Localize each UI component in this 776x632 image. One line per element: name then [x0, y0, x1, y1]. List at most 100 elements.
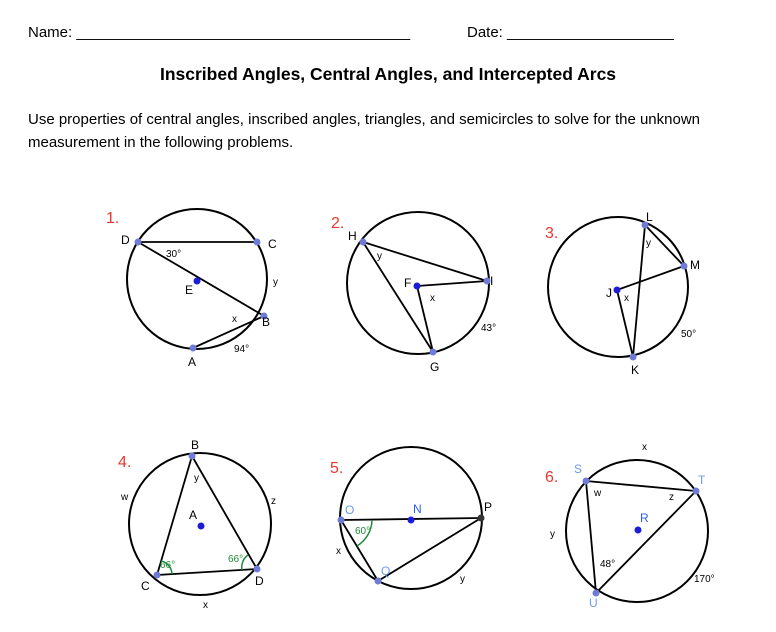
problem-1-point-a	[189, 344, 197, 352]
problem-6-label-s: S	[574, 462, 582, 476]
problem-5-point-o	[337, 516, 345, 524]
problem-4-number: 4.	[118, 454, 131, 471]
problem-6-circle	[565, 459, 709, 603]
worksheet-title: Inscribed Angles, Central Angles, and In…	[159, 64, 617, 84]
problem-2-label-h: H	[348, 229, 357, 243]
problem-5-label-x: x	[336, 546, 341, 557]
problem-6-point-s	[582, 477, 590, 485]
problem-6-label-z: z	[669, 492, 674, 503]
problem-2-arc-label: 43°	[481, 323, 496, 334]
problem-6-diagram: 6. S T R U w x y z 48° 170°	[545, 442, 715, 610]
problem-1-point-b	[260, 312, 268, 320]
problem-5-diagram: 5. O N P Q x y 60°	[330, 446, 492, 590]
problem-4-point-b	[188, 452, 196, 460]
problem-5-chord-oq	[340, 519, 379, 582]
problem-3-center-j	[613, 286, 621, 294]
problem-1-center-e	[193, 277, 201, 285]
problem-2-label-x: x	[430, 293, 435, 304]
problem-4-label-b: B	[191, 438, 199, 452]
problem-2-chord-hi	[362, 241, 488, 282]
problem-3-radius-jk	[616, 289, 634, 358]
problem-5-number: 5.	[330, 460, 343, 477]
problem-5-label-n: N	[413, 502, 422, 516]
problem-5-label-q: Q	[381, 564, 390, 578]
problem-5-point-q	[374, 577, 382, 585]
problem-4-chord-bd	[191, 455, 258, 570]
problem-3-point-k	[629, 353, 637, 361]
problem-3-label-k: K	[631, 363, 639, 377]
problem-2-chord-hg	[362, 241, 434, 353]
problem-2-point-h	[359, 238, 367, 246]
problem-3-label-y: y	[646, 238, 651, 249]
problem-3-circle	[547, 216, 689, 358]
problem-6-chord-ut	[595, 490, 697, 594]
problem-3-label-m: M	[690, 258, 700, 272]
problem-3-label-j: J	[606, 286, 612, 300]
problem-1-label-b: B	[262, 315, 270, 329]
problem-4-circle	[128, 452, 272, 596]
problem-1-arc-label: 94°	[234, 344, 249, 355]
problem-4-angle-c-label: 66°	[160, 560, 175, 571]
problem-3-label-x: x	[624, 293, 629, 304]
problem-1-label-e: E	[185, 283, 193, 297]
date-field-line: Date: ____________________	[467, 24, 674, 41]
problem-4-angle-c-arc	[160, 560, 173, 575]
problem-1-diagram: 1. D C E B A x y 30° 94°	[106, 208, 278, 369]
problem-6-label-w: w	[593, 488, 602, 499]
problem-4-point-d	[253, 565, 261, 573]
problem-6-label-x: x	[642, 442, 647, 453]
problem-6-arc-label: 170°	[694, 574, 715, 585]
problem-4-label-d: D	[255, 574, 264, 588]
problem-6-label-y: y	[550, 529, 555, 540]
instructions-text: Use properties of central angles, inscri…	[28, 111, 701, 151]
problem-6-chord-su	[585, 480, 597, 594]
problem-2-label-g: G	[430, 360, 439, 374]
problem-5-chord-qp	[377, 517, 482, 582]
problem-2-center-f	[413, 282, 421, 290]
problem-1-label-c: C	[268, 237, 277, 251]
problem-1-label-a: A	[188, 355, 196, 369]
problem-4-chord-cd	[156, 568, 258, 576]
problem-6-label-u: U	[589, 596, 598, 610]
problem-4-label-z: z	[271, 496, 276, 507]
problem-3-number: 3.	[545, 225, 558, 242]
problem-2-diagram: 2. H F I G y x 43°	[331, 211, 496, 374]
name-field-line: Name: __________________________________…	[28, 24, 411, 41]
problem-1-number: 1.	[106, 210, 119, 227]
problem-6-angle-label: 48°	[600, 559, 615, 570]
problem-3-radius-jm	[616, 265, 685, 291]
problem-6-center-r	[634, 526, 642, 534]
problem-4-label-y: y	[194, 473, 199, 484]
problem-4-angle-d-arc	[240, 554, 249, 571]
problem-1-circle	[126, 208, 268, 350]
problem-6-label-r: R	[640, 511, 649, 525]
problem-5-label-p: P	[484, 500, 492, 514]
problem-1-point-d	[134, 238, 142, 246]
problem-2-point-g	[429, 348, 437, 356]
problem-3-diagram: 3. L M J K y x 50°	[545, 210, 700, 377]
problem-1-label-y: y	[273, 277, 278, 288]
problem-2-point-i	[483, 277, 491, 285]
problem-5-angle-label: 60°	[355, 526, 370, 537]
problem-4-label-x: x	[203, 600, 208, 611]
problem-5-angle-o-arc	[356, 519, 373, 547]
problem-4-angle-d-label: 66°	[228, 554, 243, 565]
problem-6-number: 6.	[545, 469, 558, 486]
problem-3-label-l: L	[646, 210, 653, 224]
problem-1-point-c	[253, 238, 261, 246]
problem-4-label-c: C	[141, 579, 150, 593]
problem-3-point-l	[641, 221, 649, 229]
problem-4-point-c	[153, 571, 161, 579]
problem-4-diagram: 4. B A C D y w z x 66° 66°	[118, 438, 276, 611]
problem-1-chord-ab	[192, 315, 265, 349]
problem-6-label-t: T	[698, 473, 706, 487]
problem-2-number: 2.	[331, 215, 344, 232]
problem-5-point-p	[477, 514, 485, 522]
problem-1-chord-db	[137, 241, 265, 317]
problem-3-chord-lk	[632, 224, 646, 358]
problem-4-label-w: w	[120, 492, 129, 503]
problem-1-label-d: D	[121, 233, 130, 247]
problem-2-label-y: y	[377, 251, 382, 262]
problem-2-radius-fi	[416, 280, 488, 287]
problem-6-point-u	[592, 589, 600, 597]
